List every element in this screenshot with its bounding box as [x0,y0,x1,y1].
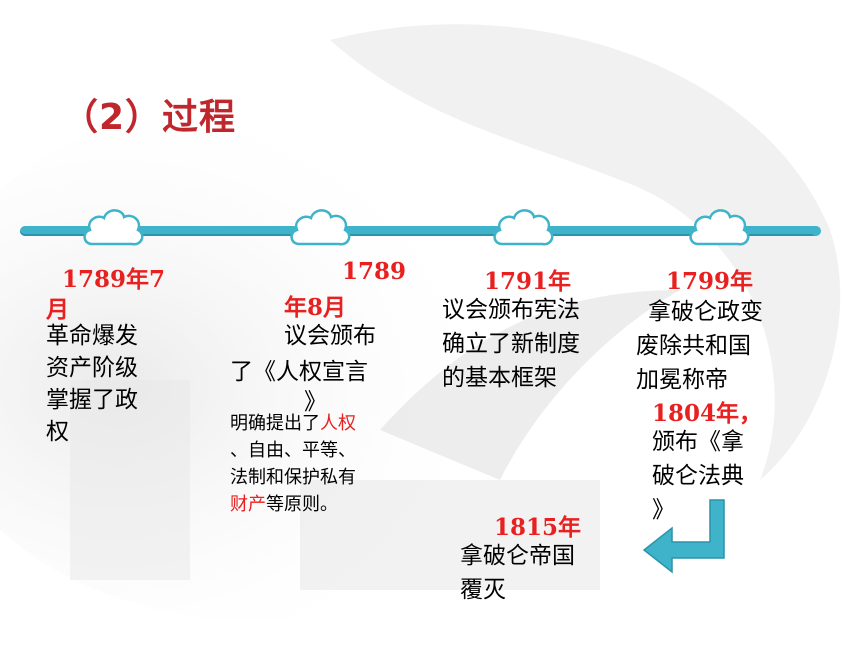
declaration-note-prefix: 明确提出了 [230,413,320,434]
event-1789-august-line-2: 了《人权宣言 [230,359,368,385]
declaration-note-red-1: 人权 [320,413,356,434]
event-1815-line-2: 覆灭 [460,577,506,603]
cloud-marker-1789-august-icon [290,209,351,246]
declaration-note-line-1: 明确提出了人权 [230,410,356,437]
event-1791-line-1: 议会颁布宪法 [442,297,580,323]
event-1799-year: 1799年 [666,268,754,295]
event-1789-august-year-1: 1789 [342,258,407,285]
event-1789-july-line-3: 掌握了政 [46,387,138,413]
declaration-note-line-3: 法制和保护私有 [230,467,356,488]
section-title: （2）过程 [62,97,237,138]
event-1815-year: 1815年 [494,514,582,541]
event-1804-line-1: 颁布《拿 [652,429,744,455]
declaration-note-red-4: 财产 [230,494,266,515]
declaration-note-line-4: 财产等原则。 [230,491,338,518]
declaration-note-line-2: 、自由、平等、 [230,440,356,461]
cloud-marker-1799-icon [689,209,750,246]
event-1789-july-year: 1789年7 [62,266,166,293]
event-1815-line-1: 拿破仑帝国 [460,543,575,569]
bent-arrow-icon [642,499,725,574]
event-1789-july-line-2: 资产阶级 [46,355,138,381]
event-1791-line-3: 的基本框架 [442,365,557,391]
event-1804-line-3: 》 [652,497,675,523]
event-1789-july-year-cont: 月 [46,296,69,323]
declaration-note-suffix: 等原则。 [266,494,338,515]
event-1799-line-2: 废除共和国 [636,333,751,359]
event-1791-year: 1791年 [484,268,572,295]
event-1789-july-line-1: 革命爆发 [46,323,138,349]
event-1804-line-2: 破仑法典 [652,463,744,489]
cloud-marker-1789-july-icon [83,209,144,246]
timeline-end-icon [811,226,821,236]
event-1791-line-2: 确立了新制度 [442,331,580,357]
timeline-bar [20,226,820,236]
cloud-marker-1791-icon [493,209,554,246]
event-1804-year: 1804年， [652,400,763,427]
event-1799-line-1: 拿破仑政变 [648,299,763,325]
event-1789-august-line-1: 议会颁布 [284,323,376,349]
event-1789-august-line-3: 》 [304,389,327,415]
event-1799-line-3: 加冕称帝 [636,367,728,393]
event-1789-july-line-4: 权 [46,419,69,445]
event-1789-august-year-2: 年8月 [284,294,347,321]
